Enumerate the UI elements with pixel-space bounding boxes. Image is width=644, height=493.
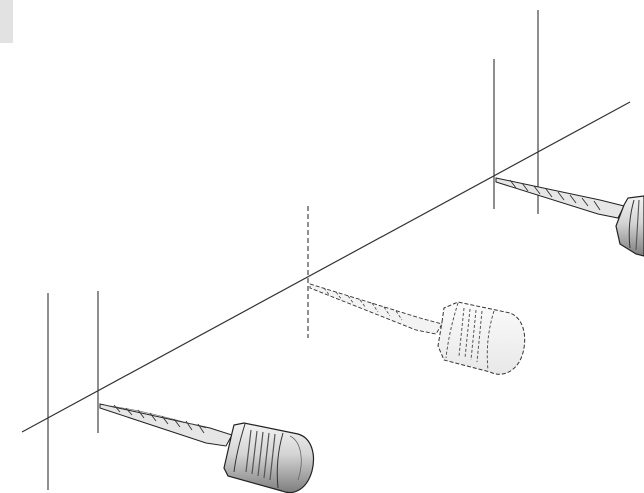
corner-tab xyxy=(0,0,13,43)
middle-drill-chuck-dashed xyxy=(437,301,526,375)
right-drill-bit xyxy=(495,177,625,219)
diagonal-guide-line xyxy=(21,101,631,433)
right-drill xyxy=(495,177,644,257)
right-drill-chuck xyxy=(615,195,644,257)
left-drill xyxy=(99,403,315,493)
middle-drill-bit-dashed xyxy=(309,283,443,335)
left-drill-bit xyxy=(99,403,233,447)
middle-drill-ghost xyxy=(309,283,526,375)
left-drill-chuck xyxy=(223,422,315,493)
